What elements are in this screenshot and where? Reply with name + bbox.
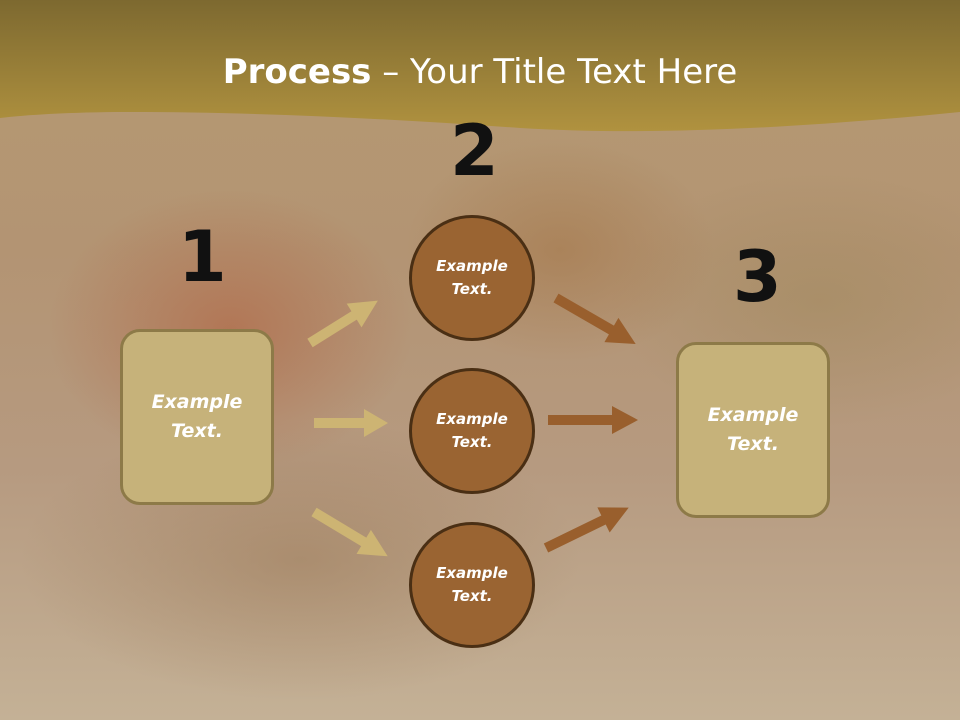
step-1-line2: Text.: [171, 420, 223, 442]
header-band: [0, 0, 960, 132]
step-number-2: 2: [450, 110, 499, 192]
circle-top-line2: Text.: [451, 280, 493, 298]
step-3-line1: Example: [707, 404, 799, 426]
step-number-1: 1: [178, 216, 227, 298]
arrow-top-to-3: [553, 293, 636, 344]
title-rest: – Your Title Text Here: [371, 52, 738, 92]
title-bold: Process: [222, 52, 372, 92]
arrow-middle-to-3: [548, 406, 638, 434]
circle-top-line1: Example: [436, 257, 508, 275]
arrow-1-to-bottom: [311, 507, 388, 557]
circle-bottom-line1: Example: [436, 564, 508, 582]
circle-middle-line1: Example: [436, 410, 508, 428]
circle-bottom-line2: Text.: [451, 587, 493, 605]
step-3-line2: Text.: [727, 433, 779, 455]
arrow-bottom-to-3: [543, 507, 629, 553]
arrow-1-to-middle: [314, 409, 388, 437]
arrow-1-to-top: [307, 300, 378, 348]
step-1-line1: Example: [151, 391, 243, 413]
circle-middle-line2: Text.: [451, 433, 493, 451]
slide-title: Process – Your Title Text Here: [0, 52, 960, 92]
step-number-3: 3: [733, 236, 782, 318]
